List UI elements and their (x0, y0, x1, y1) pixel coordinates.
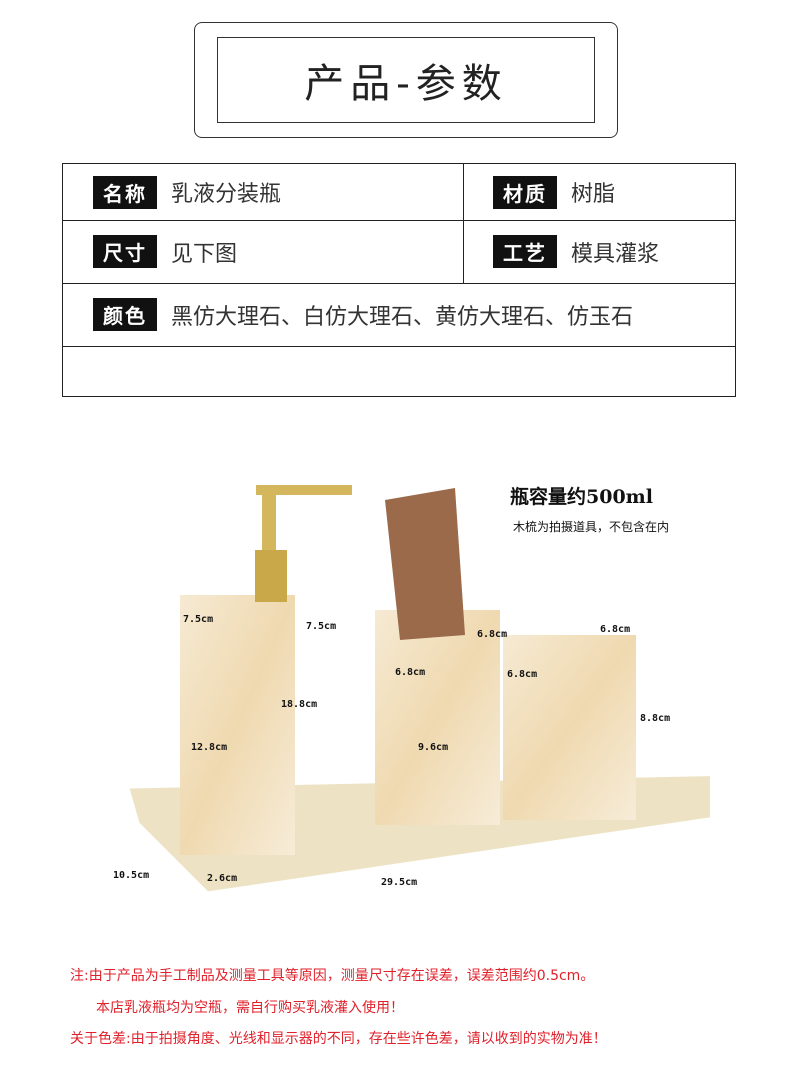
dim-label: 6.8cm (477, 629, 508, 640)
comb (385, 488, 465, 640)
page-title: 产品-参数 (217, 37, 595, 123)
note-1: 注:由于产品为手工制品及测量工具等原因，测量尺寸存在误差，误差范围约0.5cm。 (70, 968, 595, 984)
tumbler (375, 610, 500, 825)
label: 颜色 (93, 298, 157, 331)
dim-label: 8.8cm (640, 713, 671, 724)
dim-label: 6.8cm (395, 667, 426, 678)
spec-row: 名称乳液分装瓶 材质树脂 (63, 164, 735, 221)
spec-table: 名称乳液分装瓶 材质树脂 尺寸见下图 工艺模具灌浆 颜色黑仿大理石、白仿大理石、… (62, 163, 736, 397)
dim-label: 6.8cm (600, 624, 631, 635)
value: 见下图 (171, 241, 238, 267)
dim-label: 18.8cm (281, 699, 318, 710)
dim-label: 2.6cm (207, 873, 238, 884)
label: 名称 (93, 175, 157, 209)
dim-label: 9.6cm (418, 742, 449, 753)
title-frame: 产品-参数 (194, 22, 618, 138)
note-2: 本店乳液瓶均为空瓶，需自行购买乳液灌入使用！ (96, 1000, 404, 1016)
spec-row: 颜色黑仿大理石、白仿大理石、黄仿大理石、仿玉石 (63, 283, 735, 347)
dim-label: 7.5cm (183, 614, 214, 625)
value: 黑仿大理石、白仿大理石、黄仿大理石、仿玉石 (171, 304, 634, 330)
value: 树脂 (571, 182, 616, 207)
product-photo (129, 485, 710, 892)
comb-note: 木梳为拍摄道具，不包含在内 (513, 520, 670, 534)
label: 尺寸 (93, 235, 157, 268)
capacity-caption: 瓶容量约500ml (510, 486, 653, 508)
pump-bottle (180, 595, 295, 855)
dim-label: 6.8cm (507, 669, 538, 680)
label: 工艺 (493, 235, 557, 268)
dim-label: 7.5cm (306, 621, 337, 632)
dim-label: 29.5cm (381, 877, 418, 888)
label: 材质 (493, 175, 557, 209)
value: 模具灌浆 (571, 241, 660, 267)
dim-label: 10.5cm (113, 870, 150, 881)
pump-head (255, 550, 287, 602)
note-3: 关于色差:由于拍摄角度、光线和显示器的不同，存在些许色差，请以收到的实物为准！ (70, 1031, 607, 1047)
dim-label: 12.8cm (191, 742, 228, 753)
value: 乳液分装瓶 (171, 182, 282, 207)
spec-row: 尺寸见下图 工艺模具灌浆 (63, 220, 735, 284)
cotton-jar (503, 635, 636, 820)
